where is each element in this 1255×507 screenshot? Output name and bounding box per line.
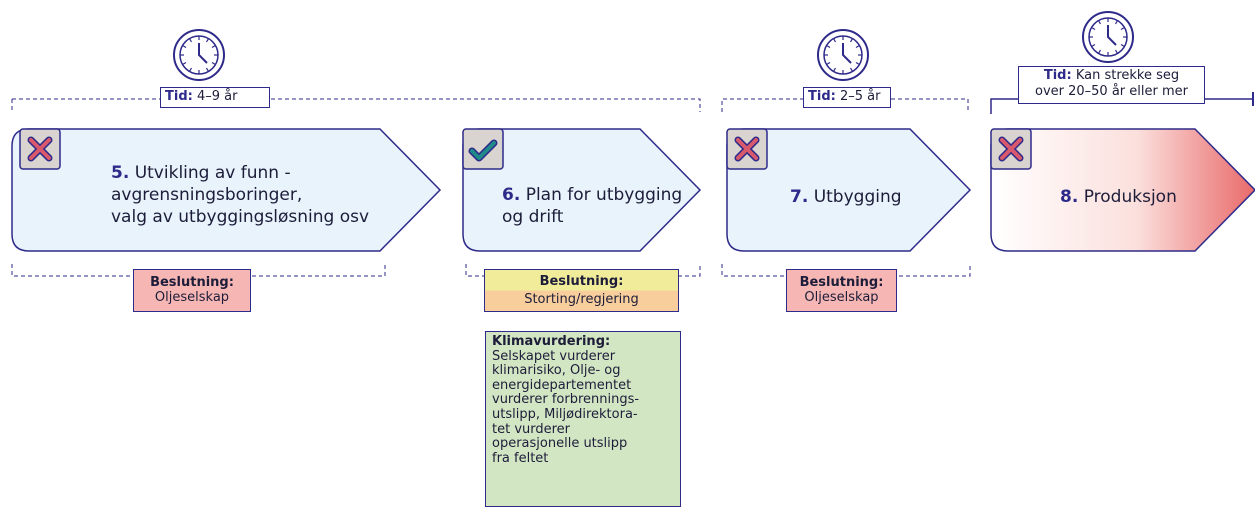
decision-label: Beslutning: <box>150 275 234 290</box>
tid-label: Tid: Kan strekke seg over 20–50 år eller… <box>1018 66 1205 104</box>
clock-icon <box>817 29 869 81</box>
tid-label: Tid: 4–9 år <box>160 87 270 108</box>
stage-title-line: Produksjon <box>1083 187 1177 207</box>
stage-title-line: Utbygging <box>813 187 902 207</box>
clock-icon <box>1082 11 1134 63</box>
decision-value: Storting/regjering <box>524 292 639 307</box>
cross-icon <box>19 128 61 170</box>
climate-line: energidepartementet <box>492 377 632 393</box>
decision-box: Beslutning: Storting/regjering <box>484 269 679 312</box>
stage-6-title: 6. Plan for utbygging og drift <box>502 184 692 228</box>
decision-box: Beslutning: Oljeselskap <box>133 269 251 312</box>
stage-title-line: Utvikling av funn - <box>134 163 291 183</box>
tid-value: 4–9 år <box>196 89 238 104</box>
stage-number: 5. <box>111 163 130 183</box>
climate-line: tet vurderer <box>492 421 571 437</box>
cross-icon <box>990 128 1032 170</box>
tid-label: Tid: 2–5 år <box>803 87 891 108</box>
tid-key: Tid: <box>1043 68 1072 83</box>
climate-line: fra feltet <box>492 450 549 466</box>
climate-line: operasjonelle utslipp <box>492 436 628 452</box>
stage-5-title: 5. Utvikling av funn - avgrensningsborin… <box>111 162 391 228</box>
climate-assessment-label: Klimavurdering: <box>492 334 611 349</box>
cross-icon <box>726 128 768 170</box>
decision-value: Oljeselskap <box>154 290 230 305</box>
tid-key: Tid: <box>165 89 193 104</box>
stage-number: 6. <box>502 185 521 205</box>
stage-title-line: og drift <box>502 207 564 227</box>
climate-line: utslipp, Miljødirektora- <box>492 406 638 422</box>
tid-value: 2–5 år <box>839 89 881 104</box>
decision-label: Beslutning: <box>539 274 624 289</box>
stage-number: 7. <box>790 187 809 207</box>
tid-value-line: Kan strekke seg <box>1075 68 1180 83</box>
stage-title-line: avgrensningsboringer, <box>111 185 303 205</box>
stage-5-arrow <box>11 128 442 252</box>
climate-assessment-box: Klimavurdering: Selskapet vurderer klima… <box>485 331 681 507</box>
check-icon <box>462 128 504 170</box>
decision-box: Beslutning: Oljeselskap <box>786 269 897 312</box>
climate-line: klimarisiko, Olje- og <box>492 363 621 379</box>
stage-title-line: Plan for utbygging <box>525 185 683 205</box>
stage-8-title: 8. Produksjon <box>1060 186 1210 208</box>
stage-7-title: 7. Utbygging <box>790 186 940 208</box>
timeline-bracket-1 <box>11 98 701 112</box>
climate-line: Selskapet vurderer <box>492 348 616 364</box>
tid-key: Tid: <box>808 89 836 104</box>
climate-line: vurderer forbrennings- <box>492 392 640 408</box>
stage-title-line: valg av utbyggingsløsning osv <box>111 207 370 227</box>
decision-label: Beslutning: <box>799 275 884 290</box>
tid-value-line: over 20–50 år eller mer <box>1035 84 1188 99</box>
clock-icon <box>173 29 225 81</box>
stage-number: 8. <box>1060 187 1079 207</box>
decision-value: Oljeselskap <box>804 290 879 305</box>
